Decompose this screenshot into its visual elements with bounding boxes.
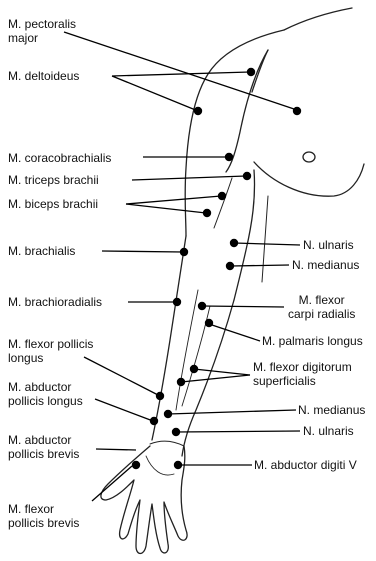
point-fds-2 xyxy=(177,378,185,386)
motor-points xyxy=(132,68,301,469)
point-fds-1 xyxy=(190,365,198,373)
point-pectoralis xyxy=(293,107,301,115)
leader-brachialis xyxy=(102,251,183,252)
pectoral-edge xyxy=(254,162,364,196)
point-n-ulnaris-upper xyxy=(230,239,238,247)
leader-deltoideus-2 xyxy=(112,76,198,111)
point-triceps xyxy=(243,172,251,180)
point-biceps-1 xyxy=(218,192,226,200)
leader-apl xyxy=(95,399,153,421)
point-biceps-2 xyxy=(203,209,211,217)
upper-arm-medial-edge xyxy=(234,170,255,300)
point-flexor-carpi xyxy=(198,302,206,310)
deltoid-contour xyxy=(226,50,268,172)
point-deltoideus-2 xyxy=(194,107,202,115)
leader-pectoralis xyxy=(64,32,297,110)
leader-n-ulnaris-upper xyxy=(234,243,300,245)
upper-arm-lateral-edge xyxy=(185,30,284,236)
point-n-medianus-lower xyxy=(164,410,172,418)
point-brachioradialis xyxy=(173,298,181,306)
point-fpl xyxy=(156,392,164,400)
leader-flexor-carpi xyxy=(202,306,284,307)
point-n-medianus-upper xyxy=(226,262,234,270)
point-apb xyxy=(132,461,140,469)
leader-n-medianus-lower xyxy=(168,410,296,414)
point-n-ulnaris-lower xyxy=(172,428,180,436)
leader-fpb xyxy=(92,466,132,501)
leader-apb xyxy=(96,449,136,450)
leader-biceps-2 xyxy=(126,204,206,213)
point-deltoideus-1 xyxy=(247,68,255,76)
leader-palmaris xyxy=(209,324,260,341)
leader-n-medianus-upper xyxy=(231,265,289,266)
point-brachialis xyxy=(180,248,188,256)
leader-deltoideus-1 xyxy=(112,72,250,76)
point-apl xyxy=(150,417,158,425)
ulnar-nerve-trace xyxy=(262,196,268,282)
leader-fds-1 xyxy=(194,369,250,375)
hand-outline xyxy=(101,446,187,554)
arm-outline xyxy=(101,8,364,554)
point-palmaris xyxy=(205,319,213,327)
leader-triceps xyxy=(132,176,246,180)
forearm-lateral-edge xyxy=(152,236,186,440)
point-coracobrachialis xyxy=(225,153,233,161)
leader-n-ulnaris-lower xyxy=(176,431,300,432)
forearm-muscle-line-1 xyxy=(176,290,198,410)
thenar-contour xyxy=(146,456,174,475)
leader-fpl xyxy=(84,357,160,396)
point-abductor-digiti xyxy=(174,461,182,469)
leader-biceps-1 xyxy=(126,196,221,204)
leader-lines xyxy=(64,32,300,501)
nipple-mark xyxy=(303,152,315,162)
biceps-contour xyxy=(214,178,232,228)
wrist-line xyxy=(150,441,184,446)
neck-line xyxy=(284,8,352,30)
